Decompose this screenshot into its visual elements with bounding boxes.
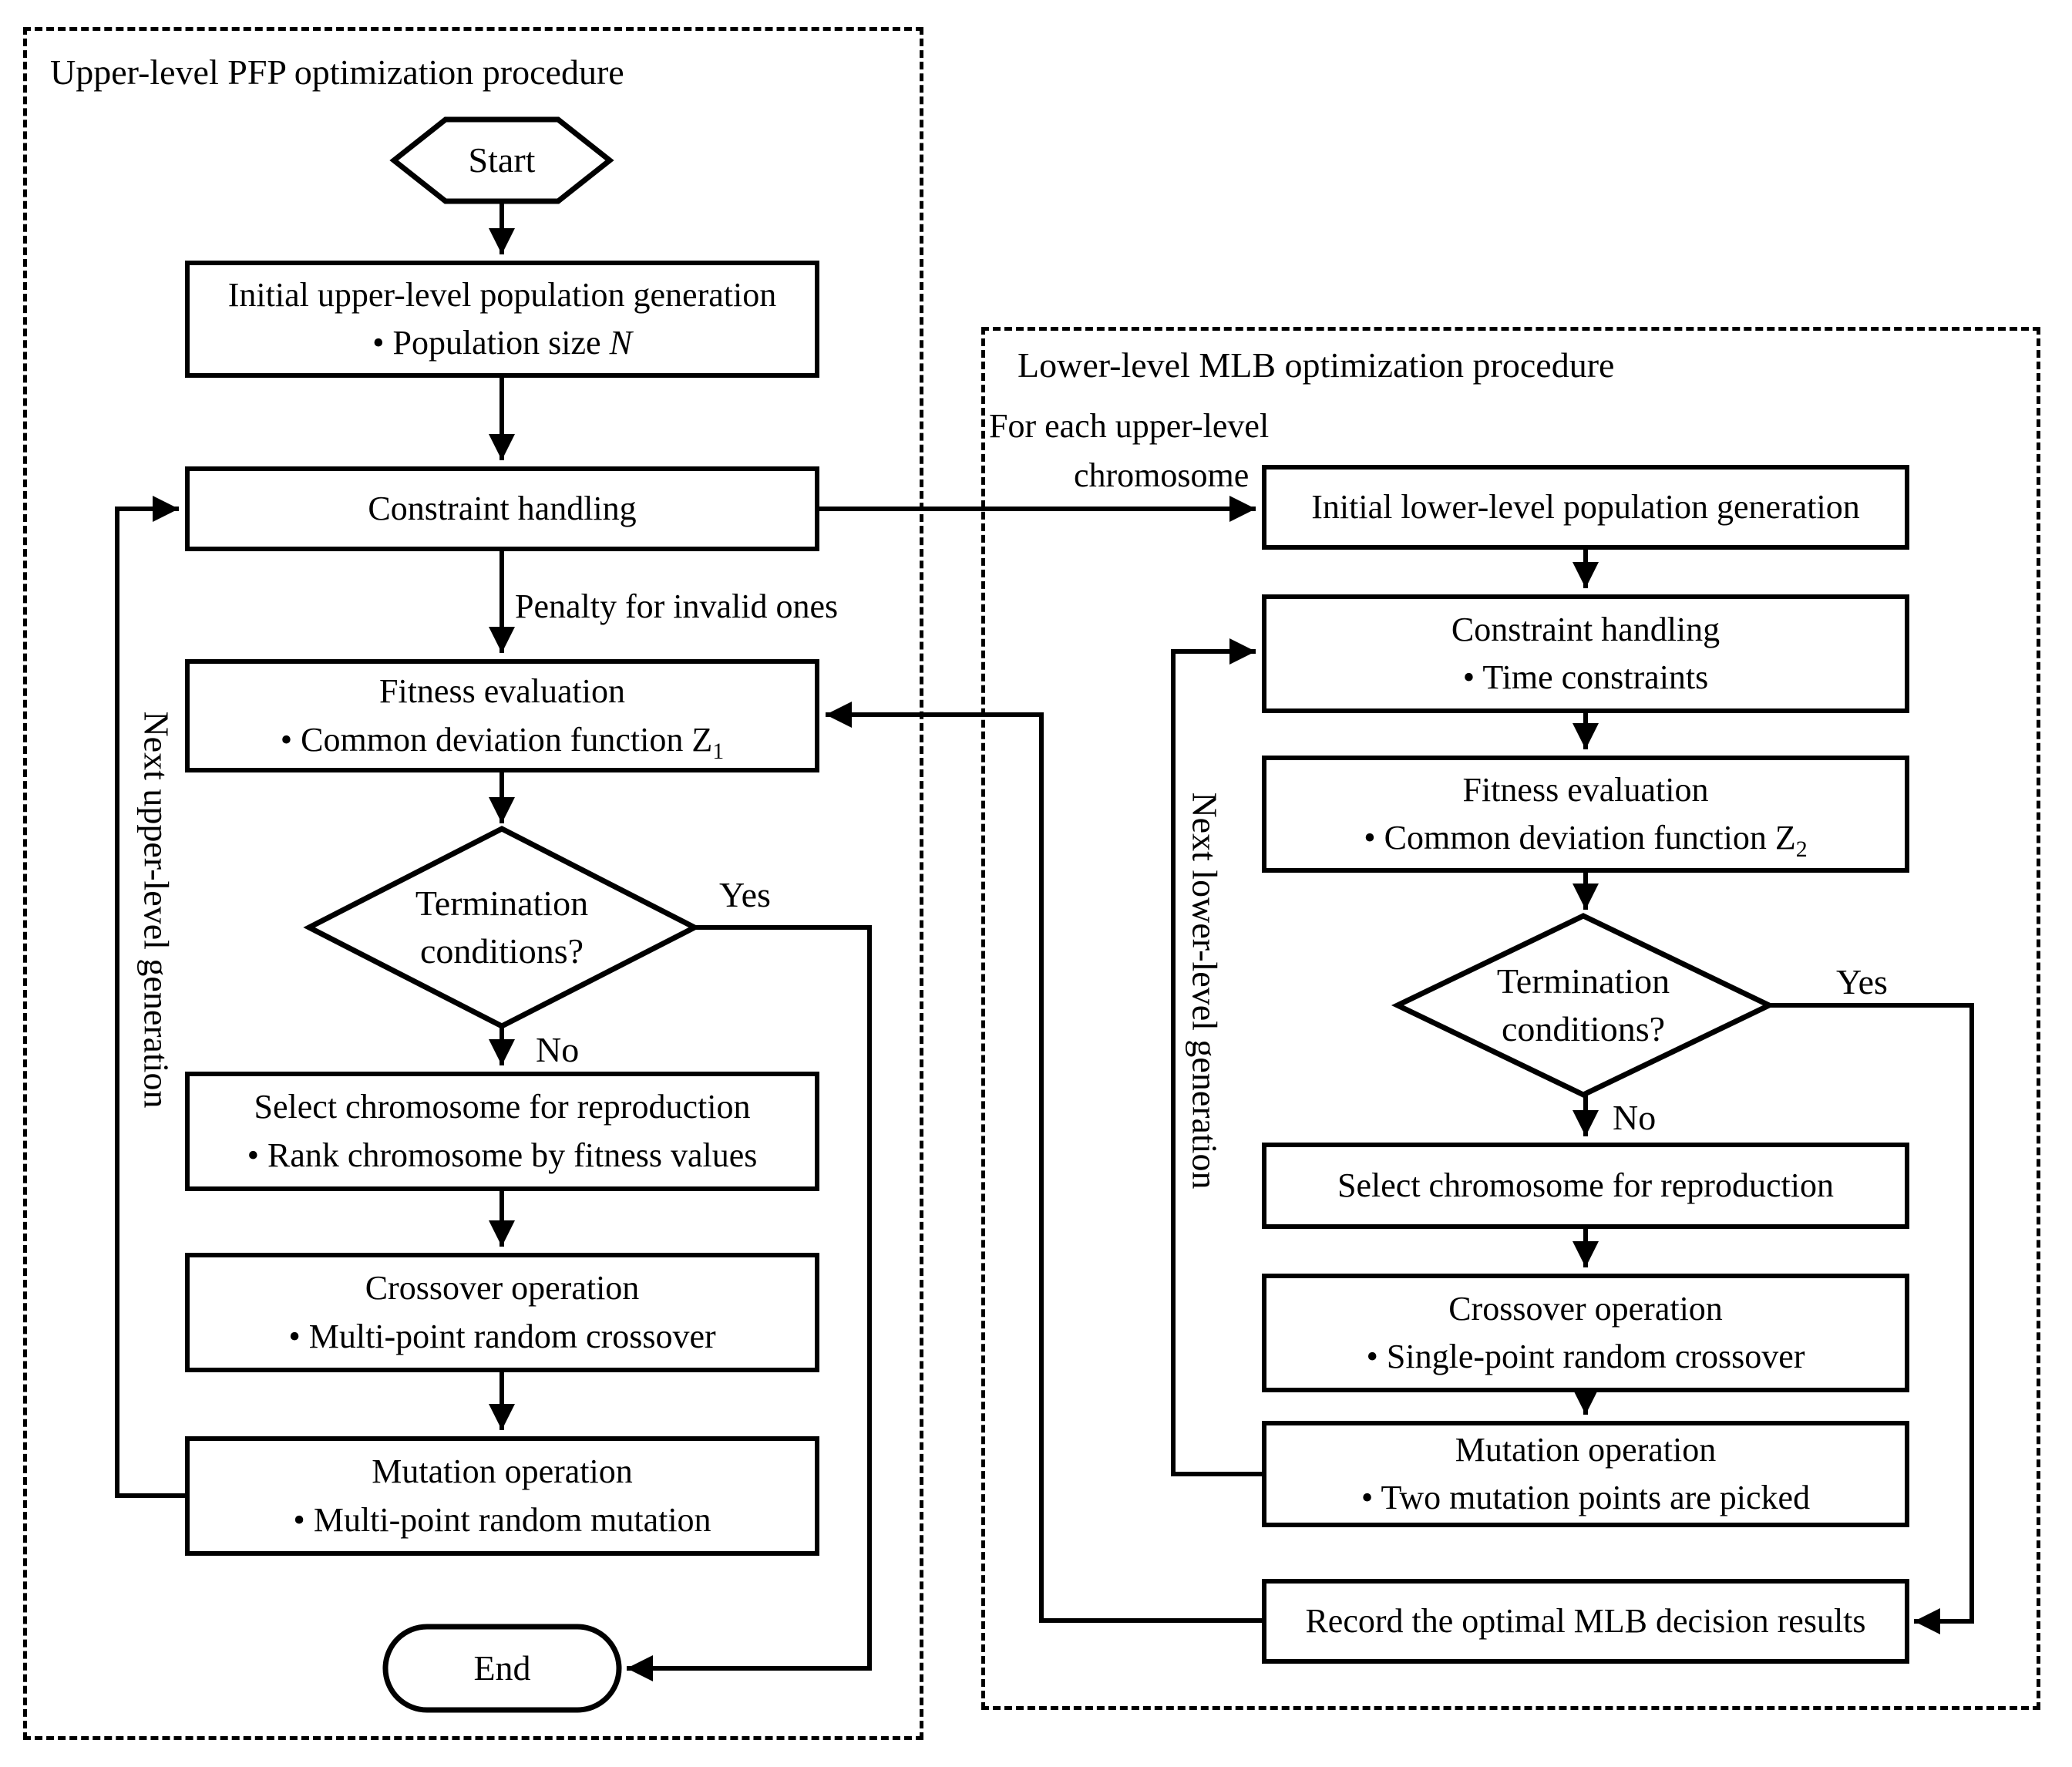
lower-crossover-box: Crossover operation • Single-point rando… — [1262, 1274, 1909, 1392]
lower-initial-population-box: Initial lower-level population generatio… — [1262, 465, 1909, 550]
box-line: Initial lower-level population generatio… — [1311, 487, 1860, 526]
entry-label-line1: For each upper-level — [989, 407, 1270, 445]
box-line: • Multi-point random mutation — [293, 1500, 711, 1539]
upper-initial-population-box: Initial upper-level population generatio… — [185, 261, 819, 378]
lower-panel-frame — [981, 327, 2040, 1710]
box-line: • Two mutation points are picked — [1361, 1479, 1811, 1516]
upper-fitness-evaluation-box: Fitness evaluation • Common deviation fu… — [185, 659, 819, 772]
record-results-box: Record the optimal MLB decision results — [1262, 1579, 1909, 1664]
box-line: Fitness evaluation — [379, 672, 625, 711]
box-line: Crossover operation — [1448, 1289, 1723, 1328]
arrow-lower-loop — [1171, 638, 1262, 1476]
upper-crossover-box: Crossover operation • Multi-point random… — [185, 1253, 819, 1372]
start-label: Start — [468, 140, 536, 180]
lower-mutation-box: Mutation operation • Two mutation points… — [1262, 1421, 1909, 1527]
arrow-yes-to-end — [627, 925, 872, 1681]
lower-termination-diamond — [1391, 913, 1776, 1098]
box-line: Select chromosome for reproduction — [1337, 1166, 1834, 1204]
box-line: Mutation operation — [372, 1452, 633, 1491]
upper-panel-frame — [23, 27, 923, 1740]
box-line: Fitness evaluation — [1462, 770, 1709, 809]
start-hexagon — [389, 116, 614, 204]
box-line: • Single-point random crossover — [1366, 1338, 1805, 1375]
box-line: Select chromosome for reproduction — [254, 1088, 751, 1126]
arrow-record-to-upper-fitness — [826, 702, 1262, 1623]
lower-fitness-evaluation-box: Fitness evaluation • Common deviation fu… — [1262, 756, 1909, 873]
box-line: • Common deviation function Z1 — [280, 720, 725, 764]
box-line: • Common deviation function Z2 — [1364, 819, 1808, 862]
lower-yes-label: Yes — [1836, 962, 1888, 1001]
lower-constraint-handling-box: Constraint handling • Time constraints — [1262, 594, 1909, 713]
penalty-label: Penalty for invalid ones — [515, 587, 839, 625]
lower-select-chromosome-box: Select chromosome for reproduction — [1262, 1143, 1909, 1229]
box-line: • Multi-point random crossover — [288, 1317, 716, 1355]
upper-panel-title: Upper-level PFP optimization procedure — [50, 52, 624, 92]
arrow-lower-yes-to-record — [1769, 1003, 1974, 1634]
upper-no-label: No — [536, 1030, 580, 1069]
entry-label-line2: chromosome — [1074, 456, 1250, 494]
box-line: • Time constraints — [1462, 658, 1709, 696]
box-line: Constraint handling — [368, 489, 637, 527]
end-label: End — [473, 1648, 531, 1688]
upper-select-chromosome-box: Select chromosome for reproduction • Ran… — [185, 1072, 819, 1191]
box-line: • Population size N — [372, 324, 632, 362]
upper-termination-label: Termination conditions? — [415, 883, 589, 971]
lower-panel-title: Lower-level MLB optimization procedure — [1018, 345, 1615, 385]
upper-yes-label: Yes — [719, 875, 771, 914]
box-line: • Rank chromosome by fitness values — [247, 1136, 758, 1174]
box-line: Initial upper-level population generatio… — [227, 275, 777, 314]
upper-constraint-handling-box: Constraint handling — [185, 466, 819, 551]
upper-mutation-box: Mutation operation • Multi-point random … — [185, 1436, 819, 1556]
lower-termination-label: Termination conditions? — [1496, 961, 1670, 1048]
arrow-upper-loop — [115, 496, 185, 1498]
box-line: Record the optimal MLB decision results — [1305, 1601, 1866, 1640]
box-line: Mutation operation — [1455, 1430, 1717, 1469]
box-line: Crossover operation — [365, 1269, 640, 1308]
upper-termination-diamond — [303, 826, 701, 1029]
box-line: Constraint handling — [1451, 610, 1720, 648]
end-stadium — [382, 1624, 622, 1713]
lower-no-label: No — [1613, 1098, 1657, 1137]
